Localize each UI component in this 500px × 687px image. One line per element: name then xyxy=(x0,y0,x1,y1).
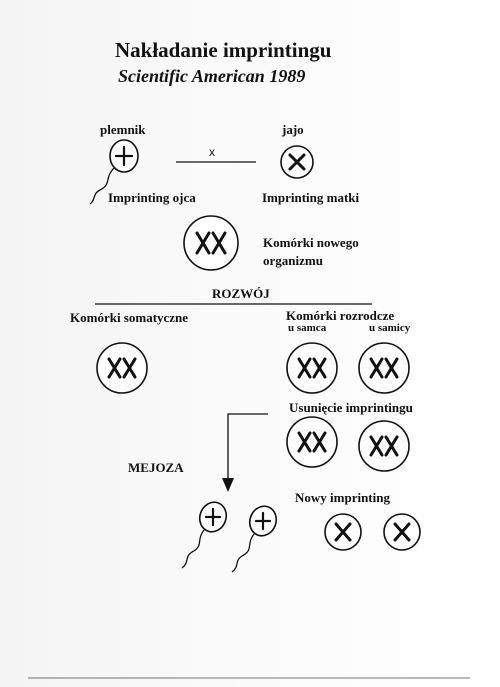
diagram-title: Nakładanie imprintingu xyxy=(115,38,332,62)
new-cells-label-line2: organizmu xyxy=(263,253,323,268)
diagram-subtitle: Scientific American 1989 xyxy=(118,66,306,86)
germ-cells-label: Komórki rozrodcze xyxy=(286,308,395,323)
somatic-cells-label: Komórki somatyczne xyxy=(70,310,189,325)
new-egg-cell-1 xyxy=(324,513,362,551)
new-egg-cell-2 xyxy=(383,513,421,551)
germ-cell-male xyxy=(286,342,338,394)
imprinting-removal-label: Usunięcie imprintingu xyxy=(289,400,413,415)
development-label: ROZWÓJ xyxy=(212,286,270,301)
somatic-cell xyxy=(96,342,148,394)
meiosis-arrow xyxy=(222,413,268,492)
erased-cell-female xyxy=(358,420,410,472)
cross-label: x xyxy=(209,145,215,159)
female-label: u samicy xyxy=(369,322,411,334)
new-cells-label-line1: Komórki nowego xyxy=(263,235,359,250)
sperm-cell-top xyxy=(89,139,139,205)
germ-cell-female xyxy=(358,342,410,394)
maternal-imprinting-label: Imprinting matki xyxy=(262,190,360,205)
meiosis-label: MEJOZA xyxy=(128,460,184,475)
new-sperm-cell-1 xyxy=(181,501,228,569)
new-organism-cell xyxy=(183,215,239,271)
paternal-imprinting-label: Imprinting ojca xyxy=(108,190,196,205)
egg-label: jajo xyxy=(282,122,304,137)
sperm-label: plemnik xyxy=(100,122,146,137)
erased-cell-male xyxy=(286,416,338,468)
male-label: u samca xyxy=(288,322,327,334)
egg-cell-top xyxy=(280,145,314,179)
new-imprinting-label: Nowy imprinting xyxy=(295,490,390,505)
new-sperm-cell-2 xyxy=(231,505,278,573)
